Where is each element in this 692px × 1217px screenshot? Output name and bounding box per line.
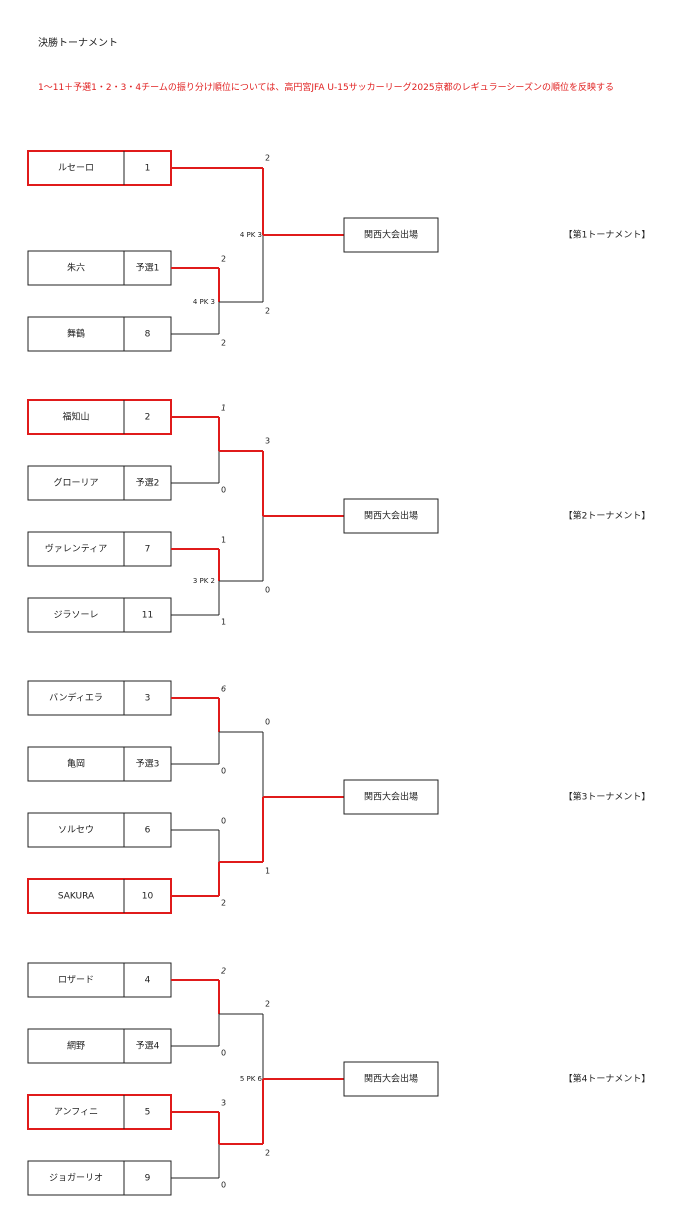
team-seed: 6 [145,826,151,836]
team-seed: 8 [145,330,151,340]
tournament-label: 【第2トーナメント】 [564,510,651,522]
team-box [27,531,172,567]
score-label: 6 [221,685,226,694]
result-box [343,217,439,253]
team-seed: 1 [145,164,151,174]
score-label: 1 [221,536,226,545]
team-box [27,250,172,286]
score-label: 1 [221,404,226,413]
team-name: 亀岡 [67,758,85,770]
score-label: 2 [265,154,270,163]
score-label: 3 [265,437,270,446]
team-seed: 10 [142,892,154,902]
score-label: 1 [221,618,226,627]
score-label: 0 [221,486,226,495]
page-title: 決勝トーナメント [38,38,118,49]
team-name: ロザード [58,975,94,986]
score-label: 2 [221,339,226,348]
team-name: SAKURA [58,892,95,902]
result-box [343,1061,439,1097]
team-box [27,1028,172,1064]
score-label: 0 [221,1049,226,1058]
result-box [343,498,439,534]
score-label: 2 [265,1000,270,1009]
team-name: 福知山 [62,411,89,423]
score-label: 2 [265,307,270,316]
score-label: 2 [221,967,226,976]
score-label: 2 [221,255,226,264]
score-label: 0 [221,817,226,826]
pk-score-label: 4 PK 3 [193,298,215,306]
team-seed: 11 [142,611,153,621]
result-label: 関西大会出場 [364,510,418,522]
team-name: 舞鶴 [67,328,85,340]
team-seed: 予選1 [136,263,160,274]
team-seed: 予選3 [136,759,160,770]
team-name: アンフィニ [54,1108,98,1118]
team-seed: 9 [145,1174,151,1184]
score-label: 2 [265,1149,270,1158]
score-label: 0 [221,1181,226,1190]
pk-score-label: 4 PK 3 [240,231,262,239]
team-name: バンディエラ [49,692,103,704]
team-name: ジラソーレ [53,610,98,621]
team-box [27,746,172,782]
pk-score-label: 5 PK 6 [240,1075,263,1083]
pk-score-label: 3 PK 2 [193,577,215,585]
score-label: 2 [221,899,226,908]
seeding-note: 1〜11＋予選1・2・3・4チームの振り分け順位については、高円宮JFA U-1… [38,83,614,93]
result-label: 関西大会出場 [364,1073,418,1085]
team-name: ヴァレンティア [45,543,107,555]
result-box [343,779,439,815]
team-name: 朱六 [67,262,85,274]
team-seed: 予選2 [136,478,160,489]
team-name: ジョガーリオ [49,1173,103,1184]
team-box [27,680,172,716]
score-label: 0 [265,586,270,595]
team-seed: 予選4 [136,1041,160,1052]
team-box [27,150,172,186]
team-name: 網野 [67,1040,85,1052]
team-seed: 5 [145,1108,151,1118]
result-label: 関西大会出場 [364,791,418,803]
team-box [27,1094,172,1130]
team-seed: 4 [145,976,151,986]
score-label: 0 [221,767,226,776]
team-name: ソルセウ [58,825,94,836]
team-name: ルセーロ [58,163,94,174]
tournament-label: 【第4トーナメント】 [564,1073,651,1085]
score-label: 1 [265,867,270,876]
team-name: グローリア [53,477,98,489]
team-box [27,316,172,352]
team-seed: 2 [145,413,151,423]
team-seed: 7 [145,545,151,555]
team-seed: 3 [145,694,151,704]
team-box [27,812,172,848]
tournament-label: 【第3トーナメント】 [564,791,651,803]
score-label: 3 [221,1099,226,1108]
score-label: 0 [265,718,270,727]
result-label: 関西大会出場 [364,229,418,241]
tournament-label: 【第1トーナメント】 [564,229,651,241]
